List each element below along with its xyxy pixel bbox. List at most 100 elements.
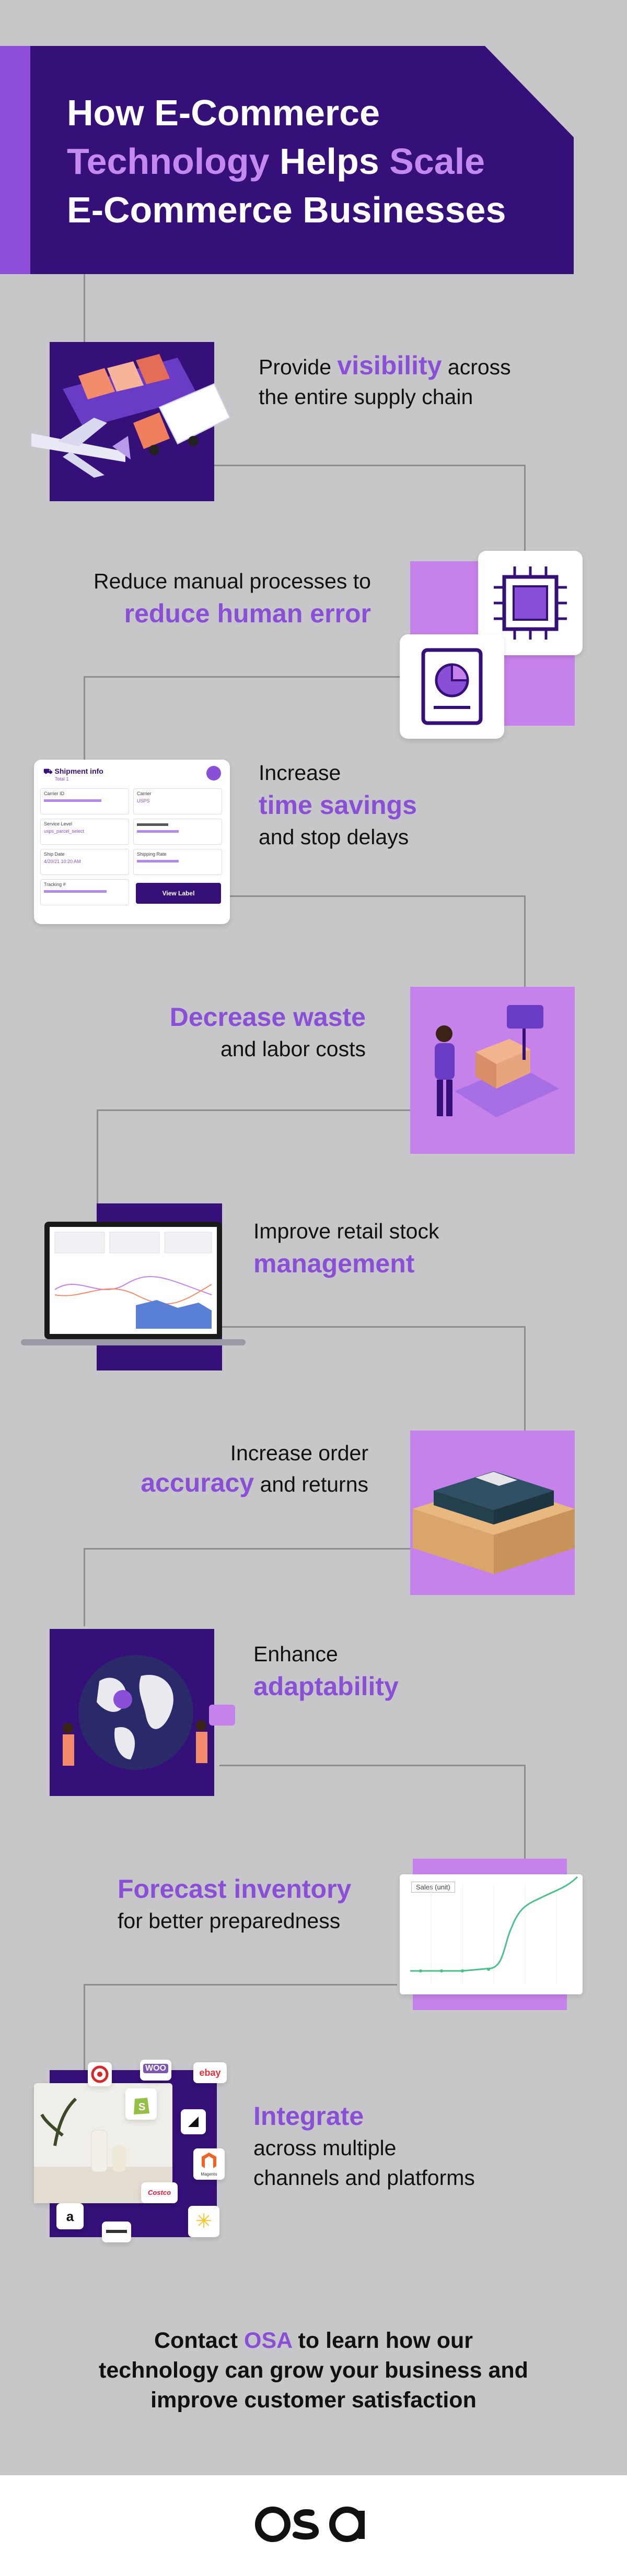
header-accent-bar	[0, 46, 30, 274]
item-3-highlight: time savings	[259, 790, 417, 820]
location-pin-icon	[113, 1690, 132, 1709]
worker-body	[435, 1043, 455, 1080]
person-icon	[196, 1732, 207, 1763]
title-highlight-technology: Technology	[67, 141, 270, 182]
item-8-text: Forecast inventory for better preparedne…	[118, 1872, 410, 1936]
container-icon	[107, 361, 144, 392]
osa-logo[interactable]	[253, 2503, 374, 2545]
conveyor	[455, 1065, 559, 1117]
forecast-chart-card: Sales (unit)	[400, 1874, 583, 1994]
title-helps: Helps	[269, 141, 390, 182]
connector	[84, 676, 402, 678]
box-icon	[475, 1052, 496, 1089]
connector	[219, 1765, 525, 1766]
osa-link[interactable]: OSA	[244, 2328, 292, 2353]
item-2-text: Reduce manual processes to reduce human …	[57, 566, 371, 631]
wheel-icon	[149, 445, 159, 455]
item-5-text: Improve retail stock management	[253, 1216, 525, 1281]
warehouse-worker-illustration	[435, 1005, 559, 1117]
globe-illustration	[63, 1655, 235, 1770]
connector	[524, 465, 526, 559]
chip-icon	[494, 566, 567, 640]
item-7-text: Enhance adaptability	[253, 1639, 525, 1704]
sales-line	[410, 1876, 578, 1972]
truck-cab	[133, 412, 170, 449]
ebay-logo: ebay	[193, 2062, 227, 2083]
shipping-rate-field[interactable]: Shipping Rate	[133, 849, 222, 875]
connector	[84, 676, 85, 760]
item-8-highlight: Forecast inventory	[118, 1874, 352, 1904]
item-6-pre: Increase order	[230, 1441, 368, 1465]
walmart-spark-icon: ✳	[188, 2206, 219, 2237]
shipment-info-card: ⛟ Shipment info Total 1 Carrier ID Carri…	[34, 760, 230, 924]
magento-logo: Magento	[193, 2148, 225, 2180]
connector	[524, 1326, 526, 1431]
connector	[230, 895, 525, 897]
connector	[84, 1548, 85, 1626]
shopify-icon: S	[125, 2088, 157, 2120]
view-label-button[interactable]: View Label	[136, 883, 221, 904]
field-box[interactable]	[133, 819, 222, 845]
container-icon	[78, 368, 115, 399]
amazon-logo: a	[56, 2203, 84, 2229]
person-icon	[63, 1734, 74, 1766]
item-6-highlight: accuracy	[141, 1468, 254, 1497]
chart-legend: Sales (unit)	[411, 1882, 455, 1893]
bottle-icon	[91, 2130, 108, 2172]
title-line-1: How E-Commerce	[67, 92, 380, 133]
title-highlight-scale: Scale	[389, 141, 485, 182]
title-line-2: Technology Helps Scale	[67, 137, 537, 186]
item-1-highlight: visibility	[337, 351, 442, 380]
box-icon	[475, 1039, 530, 1064]
item-2-pre: Reduce manual processes to	[93, 569, 371, 593]
plane-body	[31, 433, 125, 462]
item-3-post: and stop delays	[259, 825, 409, 849]
item-5-highlight: management	[253, 1249, 415, 1278]
header-banner	[30, 46, 574, 274]
truck-trailer	[158, 383, 231, 445]
connector	[214, 465, 525, 466]
item-4-post: and labor costs	[220, 1037, 366, 1061]
item-2-highlight: reduce human error	[124, 599, 371, 628]
report-card	[400, 634, 504, 739]
item-1-text: Provide visibility across the entire sup…	[259, 351, 551, 412]
truck-icon: ⛟	[43, 767, 55, 775]
connector	[219, 1326, 525, 1328]
item-9-post: across multiple	[253, 2136, 397, 2160]
item-3-pre: Increase	[259, 761, 341, 785]
item-4-text: Decrease waste and labor costs	[99, 1000, 366, 1064]
item-1-line2: the entire supply chain	[259, 385, 473, 409]
box-icon	[496, 1049, 530, 1089]
field-box: Carrier ID	[40, 788, 129, 814]
item-3-text: Increase time savings and stop delays	[259, 758, 520, 852]
wheel-icon	[188, 436, 199, 446]
refresh-icon[interactable]	[206, 766, 221, 781]
laptop-dashboard-illustration	[21, 1222, 246, 1345]
worker-head	[436, 1025, 452, 1042]
svg-text:S: S	[138, 2101, 145, 2113]
connector	[84, 1984, 397, 1986]
label-icon	[475, 1472, 517, 1486]
item-9-highlight: Integrate	[253, 2101, 364, 2131]
target-icon	[88, 2062, 112, 2086]
connector	[524, 895, 526, 987]
connector	[84, 1548, 410, 1550]
item-6-post: and returns	[254, 1472, 368, 1496]
pie-report-icon	[421, 648, 483, 725]
title-line-3: E-Commerce Businesses	[67, 190, 506, 230]
item-9-line2: channels and platforms	[253, 2166, 475, 2190]
item-7-highlight: adaptability	[253, 1672, 399, 1701]
monitor-icon	[507, 1005, 543, 1029]
shipment-subtitle: Total 1	[55, 776, 69, 782]
shipment-title: ⛟ Shipment info	[43, 767, 103, 775]
connector	[97, 1109, 98, 1203]
item-5-pre: Improve retail stock	[253, 1219, 439, 1243]
tracking-field[interactable]: Tracking #	[40, 879, 129, 905]
screen-icon	[209, 1705, 235, 1726]
open-box-illustration	[413, 1471, 575, 1574]
plane-wing	[63, 452, 104, 478]
item-6-text: Increase order accuracy and returns	[73, 1438, 368, 1499]
